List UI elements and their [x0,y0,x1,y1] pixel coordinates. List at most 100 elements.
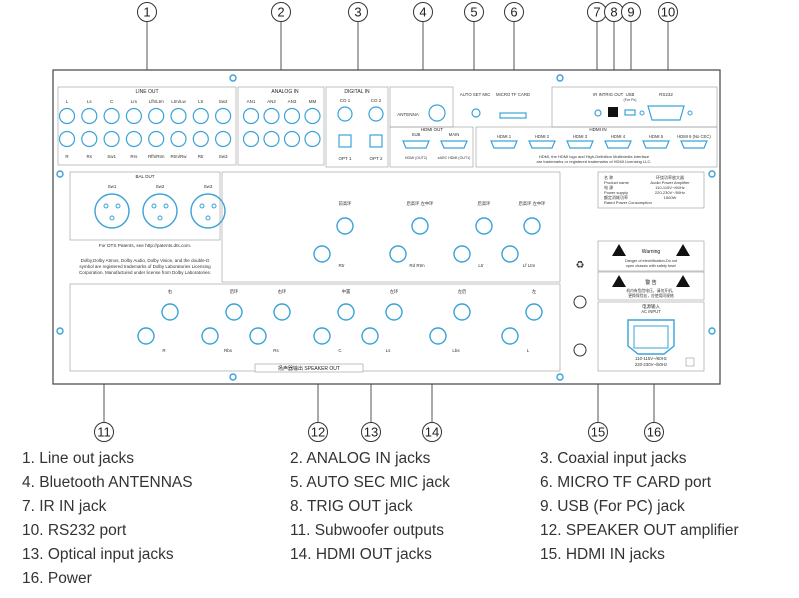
jack-label: Sw1 [108,184,117,189]
rca-jack [283,107,301,125]
svg-text:IR IN: IR IN [593,92,603,97]
port-label: HDMI 1 [497,134,512,139]
speaker-label: Rtr [339,263,346,268]
svg-text:SUB: SUB [412,132,421,137]
info-value: 110-115V~/60Hz [655,185,685,190]
callout-circle [621,2,641,22]
info-label: Product name [604,180,630,185]
hdmi-port [490,140,518,149]
legend-item: 10. RS232 port [22,522,127,539]
hdmi-port [566,140,594,149]
jack-label: Lfh/Ltm [149,99,164,104]
binding-post [523,217,541,235]
legend-item: 8. TRIG OUT jack [290,498,413,515]
speaker-cn-label: 左 [532,288,537,294]
rca-jack [81,107,98,125]
speaker-cn-label: 后高环 左中环 [519,200,547,207]
jack-label: C [110,99,114,104]
warning-label: Warning Danger of electrification-Do not… [597,240,705,301]
jack-label: Rtr [198,154,205,159]
callout-circle [658,2,678,22]
rca-jack [192,130,209,148]
speaker-cn-label: 左后 [458,288,467,295]
rca-jack [263,130,280,148]
svg-text:BAL OUT: BAL OUT [135,174,154,179]
digital-in-title: DIGITAL IN [344,89,370,95]
speaker-cn-label: 后高环 左中环 [407,200,435,207]
binding-post [161,303,179,321]
jack-label: Sw2 [219,99,228,104]
info-label: 名 称 [604,174,613,180]
port-label: HDMI 5 [649,134,664,139]
speaker-cn-label: 中置 [342,288,351,295]
binding-post [337,303,355,321]
svg-text:are trademarks or registered t: are trademarks or registered trademarks … [537,159,652,164]
binding-post [313,327,331,345]
svg-text:USB: USB [626,92,635,97]
rca-jack [263,107,280,125]
rca-jack [242,130,260,148]
callout-number: 1 [143,5,150,20]
rca-jack [170,130,187,148]
binding-post [453,303,471,321]
jack-label: Rrs [130,154,138,159]
binding-post [313,245,331,263]
svg-text:HDMI (OUT2): HDMI (OUT2) [405,156,427,160]
jack-label: Sw2 [156,184,165,189]
analog-in-title: ANALOG IN [271,89,299,95]
jack-label: AN3 [288,99,297,104]
callout-number: 16 [647,425,661,440]
line-out-title: LINE OUT [135,89,158,95]
rca-jack [304,130,321,148]
hdmi-port [680,140,708,149]
svg-text:警 告: 警 告 [645,279,656,286]
speaker-label: Lf Ltm [523,263,536,268]
rca-jack [58,107,76,125]
port-label: HDMI 4 [611,134,626,139]
binding-post [225,303,243,321]
rca-jack [148,107,165,125]
callout-circle [361,422,381,442]
hdmi-out-section: HDMI OUT SUB MAIN HDMI (OUT2) eARC HDMI … [389,126,474,168]
svg-text:Danger of electrification-Do n: Danger of electrification-Do not [625,259,678,263]
jack-label: Rtm/Rw [171,154,188,159]
callout-circle [644,422,664,442]
xlr-jack [190,193,226,229]
info-value: 1500W [664,195,677,200]
legend-item: 11. Subwoofer outputs [290,522,444,539]
svg-text:MICRO TF CARD: MICRO TF CARD [496,92,530,97]
jack-label: AN2 [267,99,276,104]
binding-post [137,327,155,345]
callout-circle [588,422,608,442]
callout-number: 11 [97,425,111,440]
legend-item: 4. Bluetooth ANTENNAS [22,474,193,491]
callout-circle [308,422,328,442]
port-label: HDMI 6 (No CEC) [677,134,711,139]
jack-label: R [65,154,69,159]
legend-item: 5. AUTO SEC MIC jack [290,474,450,491]
binding-post [361,327,379,345]
binding-post [273,303,291,321]
speaker-cn-label: 右环 [278,288,287,295]
svg-text:110-115V~/60Hz: 110-115V~/60Hz [635,356,667,361]
info-label: Rated Power Consumption [604,200,652,205]
speaker-out-title: 扬声器输出 SPEAKER OUT [278,365,340,372]
auto-set-mic: AUTO SET MIC [460,92,490,118]
jack-label: Ltr [198,99,204,104]
speaker-label: Ls [386,348,392,353]
jack-label: Sw3 [219,154,228,159]
binding-post [429,327,447,345]
svg-text:AUTO SET MIC: AUTO SET MIC [460,92,490,97]
legend-item: 9. USB (For PC) jack [540,498,685,515]
callout-number: 12 [311,425,325,440]
svg-text:电源输入: 电源输入 [642,303,660,310]
svg-text:Warning: Warning [642,249,661,255]
speaker-cn-label: 前高环 [339,200,353,207]
callout-circle [271,2,291,22]
jack-label: Ls [87,99,93,104]
legend-item: 3. Coaxial input jacks [540,450,687,467]
svg-text:Corporation. Manufactured unde: Corporation. Manufactured under license … [79,270,211,275]
